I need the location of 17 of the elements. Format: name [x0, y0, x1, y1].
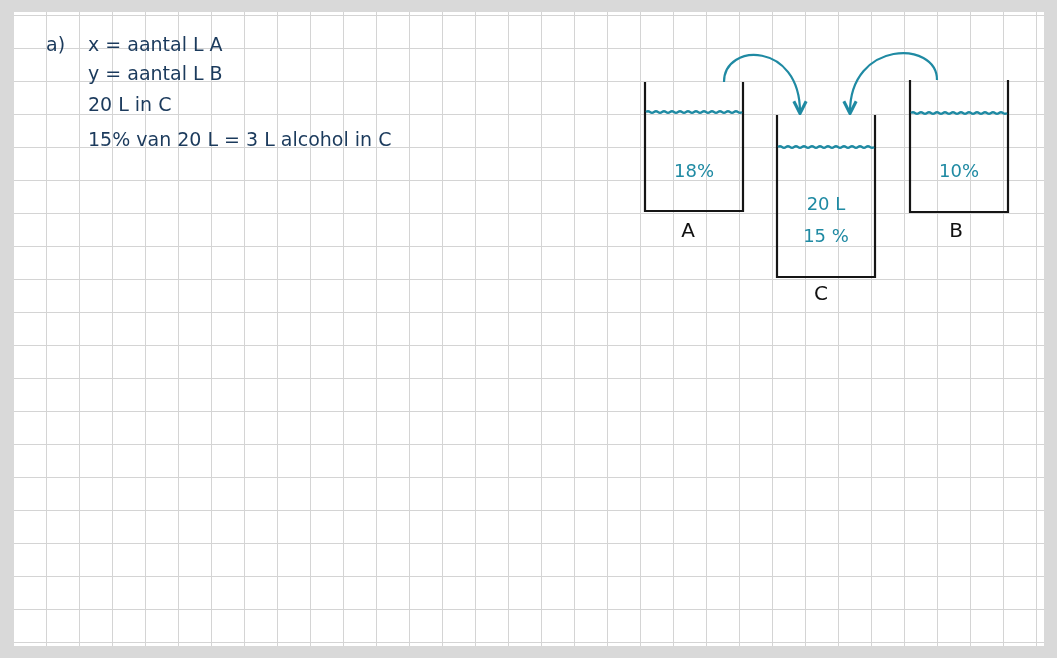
note-text: y = aantal L B	[88, 62, 223, 84]
content-label: 15 %	[802, 225, 850, 246]
content-label: 10%	[938, 160, 980, 181]
content-label: 20 L	[805, 193, 847, 214]
content-label: 18%	[673, 160, 715, 181]
container-letter: B	[948, 218, 964, 242]
note-text: 15% van 20 L = 3 L alcohol in C	[88, 128, 392, 150]
note-text: 20 L in C	[88, 93, 172, 115]
beaker-drawing	[644, 82, 744, 212]
container-letter: A	[680, 218, 696, 242]
arrow	[722, 53, 807, 116]
beaker-drawing	[776, 115, 876, 278]
beaker-drawing	[909, 80, 1009, 213]
question-label: a)	[46, 33, 66, 55]
note-text: x = aantal L A	[88, 33, 223, 55]
arrow	[843, 52, 939, 116]
container-letter: C	[813, 281, 829, 305]
